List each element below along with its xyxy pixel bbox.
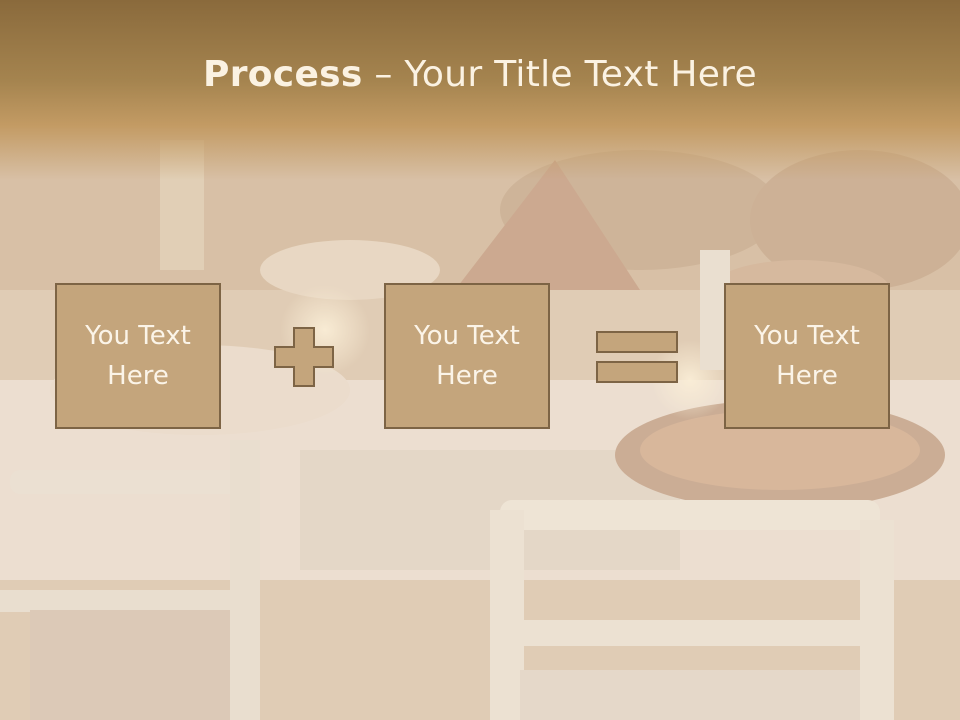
plus-icon — [274, 327, 334, 387]
title-band — [0, 0, 960, 180]
process-box-1-text: You Text Here — [85, 321, 191, 391]
title-dash: – — [362, 54, 405, 95]
process-box-2-text: You Text Here — [414, 321, 520, 391]
process-box-2[interactable]: You Text Here — [384, 283, 550, 429]
equals-icon — [596, 331, 678, 383]
title-rest: Your Title Text Here — [404, 54, 757, 95]
process-box-1[interactable]: You Text Here — [55, 283, 221, 429]
process-box-3-text: You Text Here — [754, 321, 860, 391]
title-bold: Process — [203, 54, 363, 95]
process-box-3[interactable]: You Text Here — [724, 283, 890, 429]
slide-title: Process – Your Title Text Here — [0, 54, 960, 95]
